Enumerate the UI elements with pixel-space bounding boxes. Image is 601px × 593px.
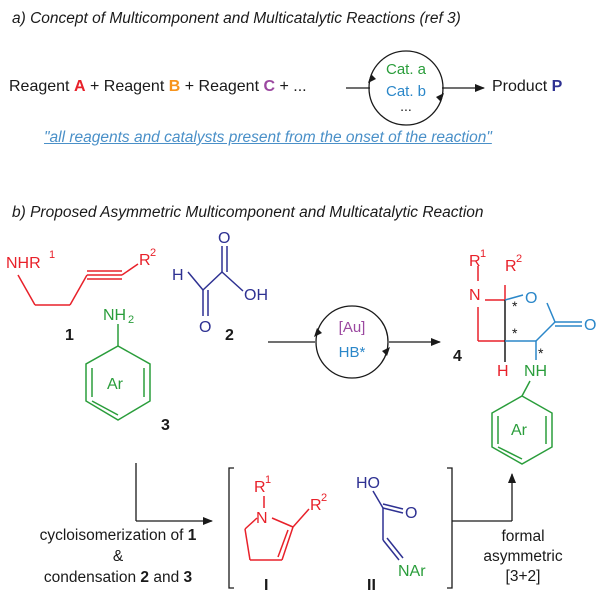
aniline-ar: Ar: [107, 376, 124, 393]
product-h: H: [497, 363, 509, 380]
imine-r1-superscript: 1: [265, 474, 271, 486]
ellipsis: + ...: [279, 78, 307, 95]
stereocenter-3: *: [538, 345, 544, 361]
reagent-c-letter: C: [263, 78, 276, 95]
catalyst-cycle-a: Cat. a Cat. b ...: [346, 50, 485, 126]
imine-r1: R: [254, 479, 266, 496]
reagent-a-word: Reagent: [9, 78, 70, 95]
r2-superscript: 2: [150, 247, 156, 259]
acid-oh: OH: [244, 287, 268, 304]
product-label: Product P: [492, 78, 562, 96]
product-r2: R: [505, 258, 517, 275]
product-r1-superscript: 1: [480, 248, 486, 260]
reagent-b-letter: B: [168, 78, 181, 95]
catalyst-cycle-b: [Au] HB*: [268, 305, 441, 379]
reaction-equation: Reagent A + Reagent B + Reagent C + ...: [9, 78, 307, 96]
product-nh: NH: [524, 363, 547, 380]
imine-r2: R: [310, 497, 322, 514]
reagent-a-letter: A: [73, 78, 86, 95]
product-r2-superscript: 2: [516, 253, 522, 265]
conditions-line-2: &: [112, 548, 124, 565]
aniline-nh2-subscript: 2: [128, 314, 134, 326]
nhr-label: NHR: [6, 255, 41, 272]
intermediate-I: [244, 496, 310, 561]
compound-3-number: 3: [161, 417, 170, 434]
conditions-line-1: cycloisomerization of 1: [39, 527, 197, 544]
compound-1-number: 1: [65, 327, 74, 344]
stereocenter-1: *: [512, 298, 518, 314]
lactone-o: O: [525, 290, 537, 307]
compound-2-number: 2: [225, 327, 234, 344]
product-word: Product: [492, 78, 548, 95]
compound-2: [187, 246, 244, 316]
lactone-carbonyl-o: O: [584, 317, 596, 334]
compound-4: N R 1 R 2 O O H * * * 4 NH Ar: [453, 248, 596, 465]
formal-cycloaddition-text: formal asymmetric [3+2]: [468, 527, 578, 587]
formal-line-1: formal: [501, 528, 545, 545]
reagent-c-word: Reagent: [198, 78, 260, 95]
reagent-b-word: Reagent: [103, 78, 165, 95]
hb-catalyst: HB*: [339, 344, 366, 361]
section-b-title: b) Proposed Asymmetric Multicomponent an…: [12, 204, 484, 221]
imine-n: N: [256, 510, 268, 527]
iminoacid-nar: NAr: [398, 563, 426, 580]
conditions-text: cycloisomerization of 1 & condensation 2…: [18, 525, 218, 588]
r2-label: R: [139, 252, 151, 269]
product-r1: R: [469, 253, 481, 270]
plus-sign: +: [89, 78, 100, 95]
product-letter: P: [551, 78, 563, 95]
intermediate-I-label: I: [264, 577, 268, 593]
intermediate-II: [372, 490, 404, 561]
aniline-nh2: NH: [103, 307, 126, 324]
section-a-title: a) Concept of Multicomponent and Multica…: [12, 10, 461, 27]
formal-line-2: asymmetric: [483, 548, 563, 565]
product-ar: Ar: [511, 422, 528, 439]
arrow-to-intermediates: [135, 463, 213, 525]
intermediate-bracket: [228, 467, 453, 589]
gold-catalyst: [Au]: [339, 319, 366, 336]
conditions-line-3: condensation 2 and 3: [43, 569, 193, 586]
compound-3: [85, 324, 151, 421]
aldehyde-h: H: [172, 267, 184, 284]
compound-4-number: 4: [453, 348, 462, 365]
product-n: N: [469, 287, 481, 304]
formal-line-3: [3+2]: [505, 568, 541, 585]
plus-sign: +: [184, 78, 195, 95]
nhr-superscript: 1: [49, 249, 55, 261]
arrow-to-product: [452, 473, 516, 522]
acid-carbonyl-o: O: [218, 230, 230, 247]
catalyst-a: Cat. a: [386, 61, 427, 78]
iminoacid-o: O: [405, 505, 417, 522]
stereocenter-2: *: [512, 325, 518, 341]
catalyst-more: ...: [400, 98, 412, 114]
onset-quote: "all reagents and catalysts present from…: [44, 129, 492, 146]
compound-1: [17, 263, 139, 306]
intermediate-II-label: II: [367, 577, 376, 593]
catalyst-b: Cat. b: [386, 83, 426, 100]
imine-r2-superscript: 2: [321, 492, 327, 504]
iminoacid-ho: HO: [356, 475, 380, 492]
aldehyde-o: O: [199, 319, 211, 336]
